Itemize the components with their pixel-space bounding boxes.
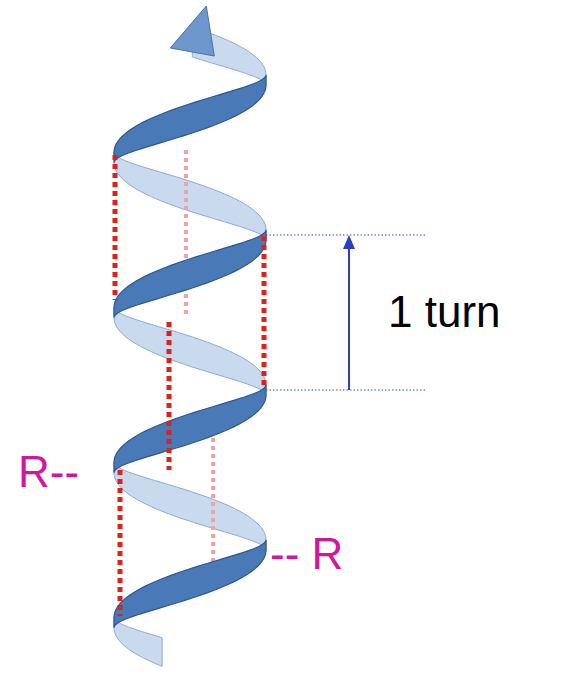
- hydrogen-bond: [113, 155, 118, 300]
- ribbon-segment: [114, 540, 266, 628]
- hydrogen-bond: [211, 422, 215, 578]
- ribbon-segment: [114, 385, 266, 473]
- hydrogen-bond: [262, 236, 267, 386]
- residue-label: -- R: [270, 532, 343, 576]
- hydrogen-bond: [184, 150, 188, 318]
- helix-front-ribbon: [114, 75, 266, 628]
- hydrogen-bond: [118, 470, 123, 616]
- ribbon-segment: [114, 462, 266, 550]
- hydrogen-bonds: [115, 155, 264, 616]
- ribbon-segment: [114, 617, 162, 666]
- ribbon-segment: [114, 230, 266, 318]
- ribbon-segment: [114, 75, 266, 163]
- turn-guide: [266, 389, 426, 390]
- turn-arrow: [348, 246, 350, 390]
- hydrogen-bond: [167, 322, 172, 470]
- hydrogen-bonds-behind: [186, 150, 213, 578]
- turn-arrowhead: [343, 235, 355, 249]
- ribbon-segment: [114, 307, 266, 395]
- turn-guide: [266, 234, 426, 235]
- ribbon-arrowhead: [170, 6, 214, 56]
- turn-label: 1 turn: [388, 290, 501, 334]
- residue-label: R--: [18, 450, 79, 494]
- ribbon-segment: [114, 152, 266, 240]
- helix-back-ribbon: [114, 27, 266, 666]
